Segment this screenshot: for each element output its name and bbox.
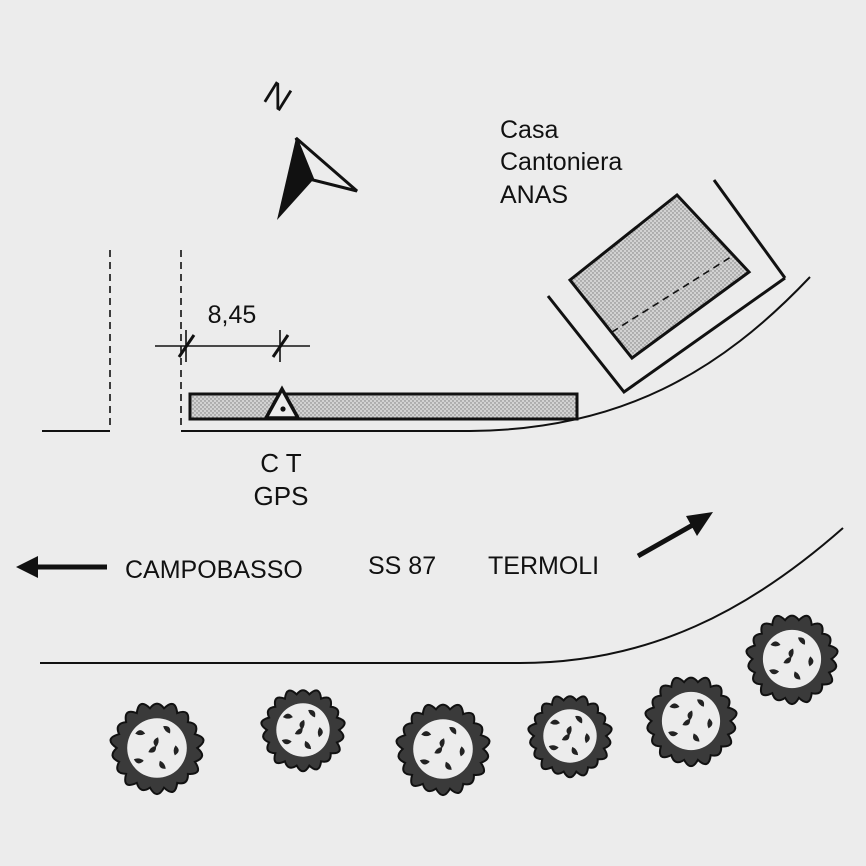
tree-icon — [644, 676, 738, 768]
tree-icon — [260, 689, 346, 773]
building-label-line1: Casa — [500, 116, 558, 144]
dimension-line — [155, 330, 310, 362]
station-label-line1: C T — [260, 448, 302, 478]
tree-row — [109, 614, 839, 797]
tree-icon — [109, 702, 205, 796]
north-label: N — [257, 74, 298, 119]
station-label-line2: GPS — [254, 481, 309, 511]
building-label-line2: Cantoniera — [500, 148, 622, 176]
building-casa-cantoniera — [546, 179, 787, 395]
tree-icon — [745, 614, 839, 706]
arrow-east-icon — [636, 512, 713, 559]
tree-icon — [527, 695, 613, 779]
arrow-west-icon — [16, 556, 107, 578]
road-label-name: SS 87 — [368, 552, 436, 580]
station-marker-icon — [263, 385, 301, 420]
north-arrow-icon — [277, 136, 358, 220]
road-label-east: TERMOLI — [488, 552, 599, 580]
tree-icon — [395, 703, 491, 797]
building-label-line3: ANAS — [500, 181, 568, 209]
road-edge-south — [40, 527, 844, 664]
building-label: Casa Cantoniera ANAS — [500, 116, 622, 209]
road-edge-north — [181, 276, 811, 432]
dimension-value: 8,45 — [208, 301, 257, 329]
wall-strip — [188, 392, 579, 421]
road-label-west: CAMPOBASSO — [125, 556, 303, 584]
